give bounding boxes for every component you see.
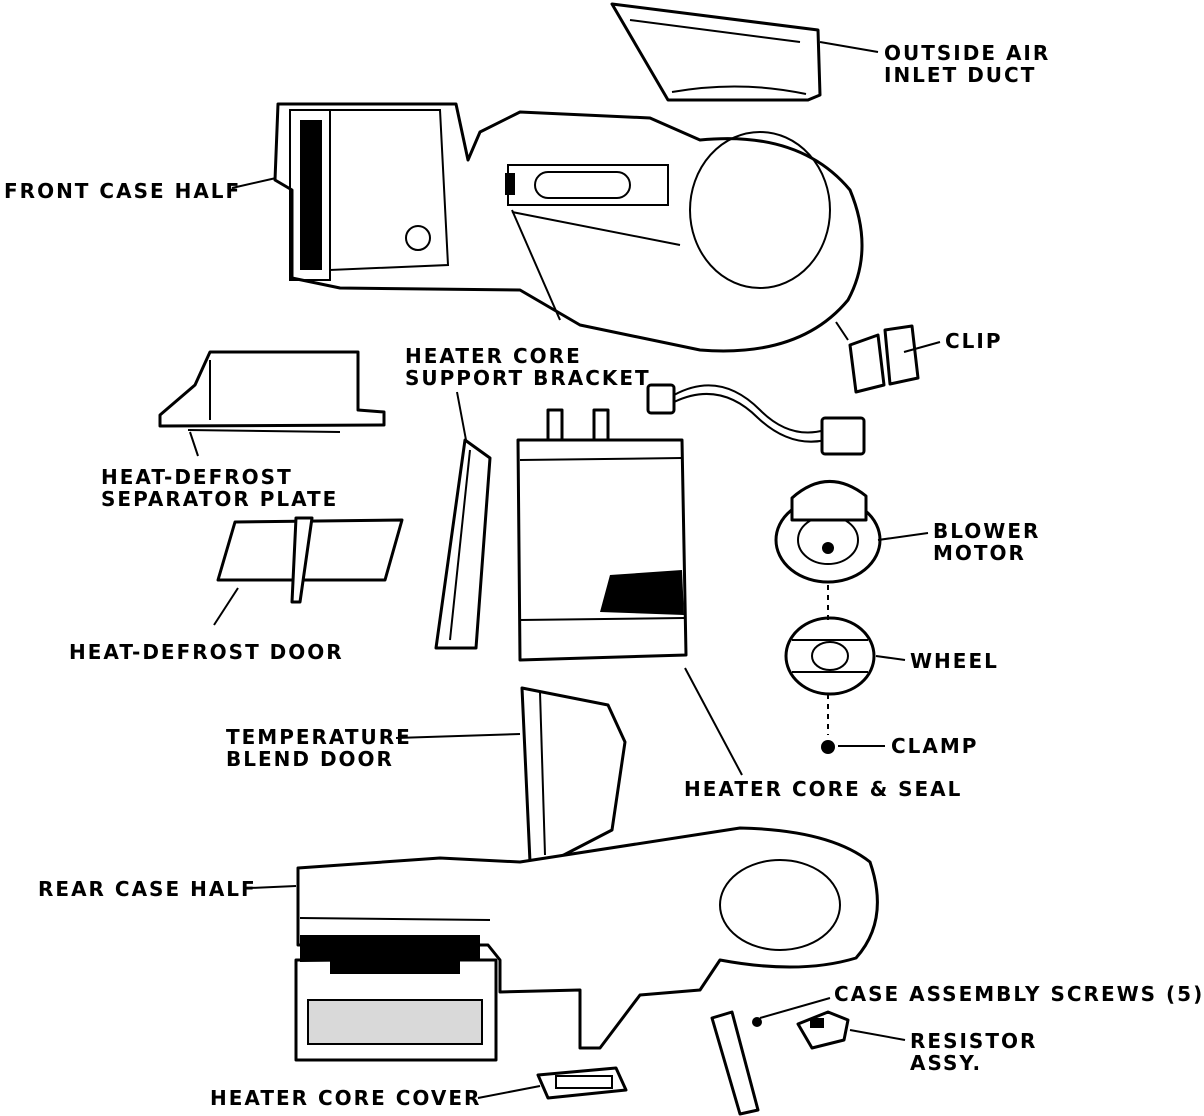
label-separator-plate-line2: SEPARATOR PLATE xyxy=(101,487,339,511)
label-heater-core-and-seal: HEATER CORE & SEAL xyxy=(684,777,963,801)
label-temperature-blend-door-line1: TEMPERATURE xyxy=(226,725,412,749)
rear-case-half xyxy=(294,826,879,1062)
front-case-half xyxy=(273,102,864,353)
label-outside-air-inlet-duct-line2: INLET DUCT xyxy=(884,63,1037,87)
blower-wheel xyxy=(784,616,876,696)
heater-core-cover xyxy=(536,1066,628,1100)
label-wheel: WHEEL xyxy=(910,649,999,673)
label-outside-air-inlet-duct-line1: OUTSIDE AIR xyxy=(884,41,1051,65)
wiring-harness xyxy=(646,383,866,456)
label-heater-core-support-line2: SUPPORT BRACKET xyxy=(405,366,651,390)
label-heater-core-cover: HEATER CORE COVER xyxy=(210,1086,482,1110)
label-blower-motor-line1: BLOWER xyxy=(933,519,1041,543)
heat-defrost-separator-plate xyxy=(158,350,386,433)
label-heat-defrost-door: HEAT-DEFROST DOOR xyxy=(69,640,344,664)
label-clip: CLIP xyxy=(945,329,1003,353)
blower-motor xyxy=(774,480,882,584)
leader-lines xyxy=(189,41,941,1099)
resistor-assembly xyxy=(796,1010,850,1050)
heat-defrost-door xyxy=(216,516,404,604)
heater-core-support-bracket xyxy=(434,438,492,650)
label-clamp: CLAMP xyxy=(891,734,979,758)
clip xyxy=(848,324,920,394)
clamp xyxy=(821,740,835,754)
label-blower-motor-line2: MOTOR xyxy=(933,541,1026,565)
outside-air-inlet-duct xyxy=(610,2,822,102)
label-resistor-assy-line2: ASSY. xyxy=(910,1051,983,1075)
label-temperature-blend-door-line2: BLEND DOOR xyxy=(226,747,394,771)
label-case-assembly-screws: CASE ASSEMBLY SCREWS (5) xyxy=(834,982,1204,1006)
label-front-case-half: FRONT CASE HALF xyxy=(4,179,242,203)
case-assembly-screws xyxy=(710,1010,762,1116)
label-separator-plate-line1: HEAT-DEFROST xyxy=(101,465,293,489)
heater-core-and-seal xyxy=(516,408,688,662)
label-resistor-assy-line1: RESISTOR xyxy=(910,1029,1038,1053)
label-heater-core-support-line1: HEATER CORE xyxy=(405,344,582,368)
label-rear-case-half: REAR CASE HALF xyxy=(38,877,257,901)
